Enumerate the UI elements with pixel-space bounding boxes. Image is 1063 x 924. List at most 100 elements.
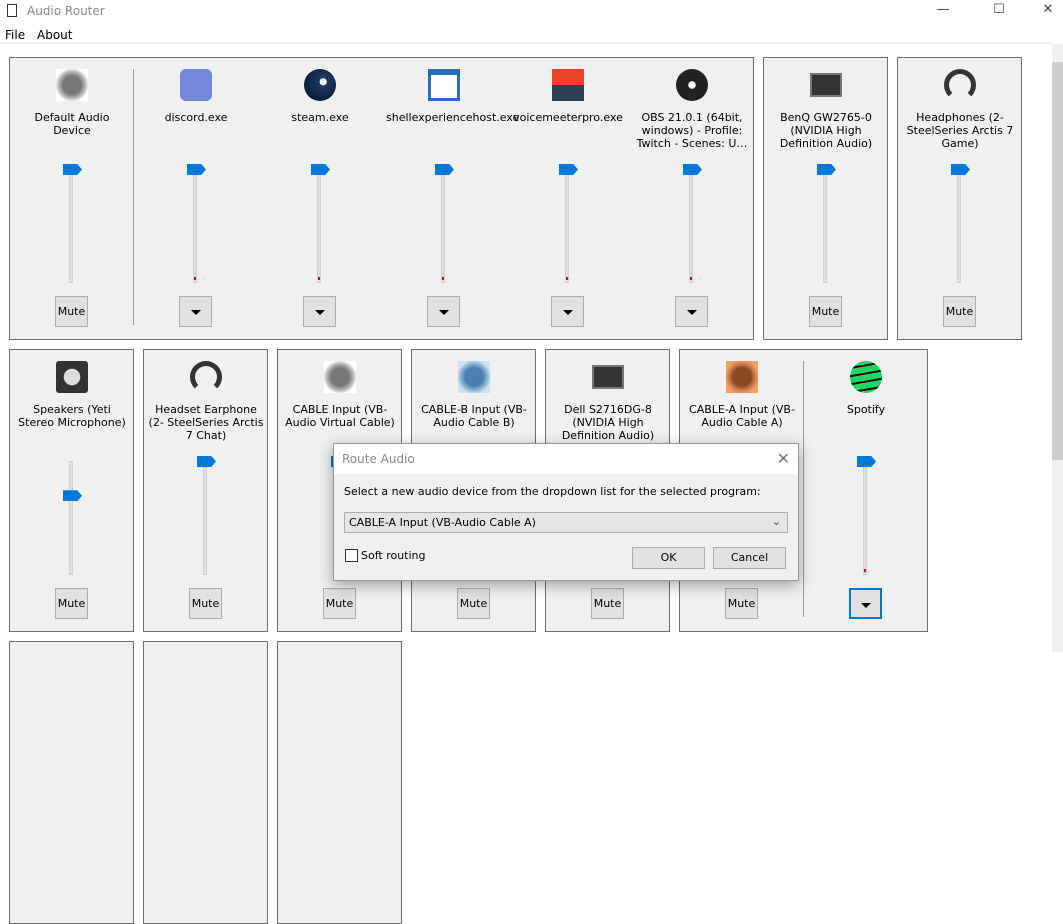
device-panel <box>9 641 134 924</box>
channel-label: steam.exe <box>291 111 349 124</box>
soft-routing-label[interactable]: Soft routing <box>361 549 426 562</box>
device-panel <box>143 641 268 924</box>
device-dropdown[interactable]: CABLE-A Input (VB-Audio Cable A) ⌄ <box>344 512 788 533</box>
mute-button[interactable]: Mute <box>725 588 758 619</box>
volume-slider-handle[interactable] <box>951 164 970 175</box>
channel-strip: Headset Earphone (2- SteelSeries Arctis … <box>144 350 268 632</box>
route-audio-dialog: Route Audio ✕ Select a new audio device … <box>333 443 799 581</box>
cancel-button[interactable]: Cancel <box>713 547 786 569</box>
volume-slider-handle[interactable] <box>63 490 82 502</box>
channel-strip: Headphones (2- SteelSeries Arctis 7 Game… <box>898 58 1022 340</box>
scrollbar-thumb[interactable] <box>1052 62 1063 460</box>
volume-slider-handle[interactable] <box>63 164 82 175</box>
volume-slider-handle[interactable] <box>683 164 702 175</box>
device-panel: Speakers (Yeti Stereo Microphone) Mute <box>9 349 134 632</box>
volume-slider-handle[interactable] <box>559 164 578 175</box>
speaker-icon <box>56 361 88 393</box>
window-title: Audio Router <box>27 4 105 18</box>
route-dropdown-button[interactable] <box>849 588 882 619</box>
volume-slider-track[interactable] <box>957 169 961 283</box>
volume-slider-track[interactable] <box>565 169 569 283</box>
channel-label: Dell S2716DG-8 (NVIDIA High Definition A… <box>561 403 655 442</box>
dropdown-arrow-icon <box>860 602 871 608</box>
minimize-button[interactable]: — <box>936 2 950 17</box>
peak-meter <box>194 277 196 280</box>
volume-slider-track[interactable] <box>69 461 73 575</box>
channel-strip: OBS 21.0.1 (64bit, windows) - Profile: T… <box>630 58 754 340</box>
route-dropdown-button[interactable] <box>551 296 584 327</box>
cable-device-icon <box>56 69 88 101</box>
dropdown-arrow-icon <box>190 309 201 315</box>
dropdown-arrow-icon <box>686 309 697 315</box>
soft-routing-checkbox[interactable] <box>345 549 358 562</box>
channel-label: Headset Earphone (2- SteelSeries Arctis … <box>148 403 264 442</box>
dropdown-arrow-icon <box>562 309 573 315</box>
channel-strip: BenQ GW2765-0 (NVIDIA High Definition Au… <box>764 58 888 340</box>
monitor-icon <box>810 73 842 97</box>
device-panel: Headset Earphone (2- SteelSeries Arctis … <box>143 349 268 632</box>
mute-button[interactable]: Mute <box>189 588 222 619</box>
channel-strip: Speakers (Yeti Stereo Microphone) Mute <box>10 350 134 632</box>
route-dropdown-button[interactable] <box>303 296 336 327</box>
peak-meter <box>864 569 866 572</box>
volume-slider-track[interactable] <box>441 169 445 283</box>
mute-button[interactable]: Mute <box>591 588 624 619</box>
route-dropdown-button[interactable] <box>427 296 460 327</box>
volume-slider-handle[interactable] <box>435 164 454 175</box>
shell-window-icon <box>428 69 460 101</box>
channel-label: Speakers (Yeti Stereo Microphone) <box>18 403 126 429</box>
device-panel: BenQ GW2765-0 (NVIDIA High Definition Au… <box>763 57 888 340</box>
close-button[interactable]: ✕ <box>1042 2 1054 17</box>
ok-button[interactable]: OK <box>632 547 705 569</box>
column-separator <box>803 361 804 617</box>
channel-label: Spotify <box>846 403 886 416</box>
headset-icon <box>190 361 222 393</box>
menu-file[interactable]: File <box>5 28 26 42</box>
volume-slider-track[interactable] <box>203 461 207 575</box>
steam-icon <box>304 69 336 101</box>
menu-bar: File About <box>0 26 1052 44</box>
volume-slider-track[interactable] <box>823 169 827 283</box>
cable-b-icon <box>458 361 490 393</box>
volume-slider-track[interactable] <box>689 169 693 283</box>
mute-button[interactable]: Mute <box>323 588 356 619</box>
mute-button[interactable]: Mute <box>943 296 976 327</box>
volume-slider-track[interactable] <box>193 169 197 283</box>
voicemeeter-icon <box>552 69 584 101</box>
mute-button[interactable]: Mute <box>809 296 842 327</box>
volume-slider-handle[interactable] <box>197 456 216 467</box>
dropdown-arrow-icon <box>314 309 325 315</box>
channel-strip: shellexperiencehost.exe <box>382 58 519 340</box>
channel-label: voicemeeterpro.exe <box>513 111 623 124</box>
channel-strip: discord.exe <box>134 58 258 340</box>
channel-label: BenQ GW2765-0 (NVIDIA High Definition Au… <box>779 111 873 150</box>
mute-button[interactable]: Mute <box>55 588 88 619</box>
volume-slider-handle[interactable] <box>857 456 876 467</box>
volume-slider-track[interactable] <box>69 169 73 283</box>
route-dropdown-button[interactable] <box>179 296 212 327</box>
maximize-button[interactable]: ☐ <box>993 2 1005 17</box>
channel-strip: Dell S2716DG-8 (NVIDIA High Definition A… <box>546 350 670 632</box>
dialog-close-icon[interactable]: ✕ <box>776 449 790 468</box>
peak-meter <box>442 277 444 280</box>
peak-meter <box>318 277 320 280</box>
dialog-title-bar: Route Audio ✕ <box>334 444 798 474</box>
dialog-prompt: Select a new audio device from the dropd… <box>344 485 761 498</box>
volume-slider-handle[interactable] <box>817 164 836 175</box>
device-panel <box>277 641 402 924</box>
route-dropdown-button[interactable] <box>675 296 708 327</box>
channel-strip: steam.exe <box>258 58 382 340</box>
cable-device-icon <box>324 361 356 393</box>
volume-slider-track[interactable] <box>863 461 867 575</box>
monitor-icon <box>592 365 624 389</box>
vertical-scrollbar[interactable] <box>1052 44 1063 652</box>
menu-about[interactable]: About <box>37 28 73 42</box>
cable-a-icon <box>726 361 758 393</box>
volume-slider-handle[interactable] <box>187 164 206 175</box>
mute-button[interactable]: Mute <box>55 296 88 327</box>
mute-button[interactable]: Mute <box>457 588 490 619</box>
volume-slider-track[interactable] <box>317 169 321 283</box>
volume-slider-handle[interactable] <box>311 164 330 175</box>
